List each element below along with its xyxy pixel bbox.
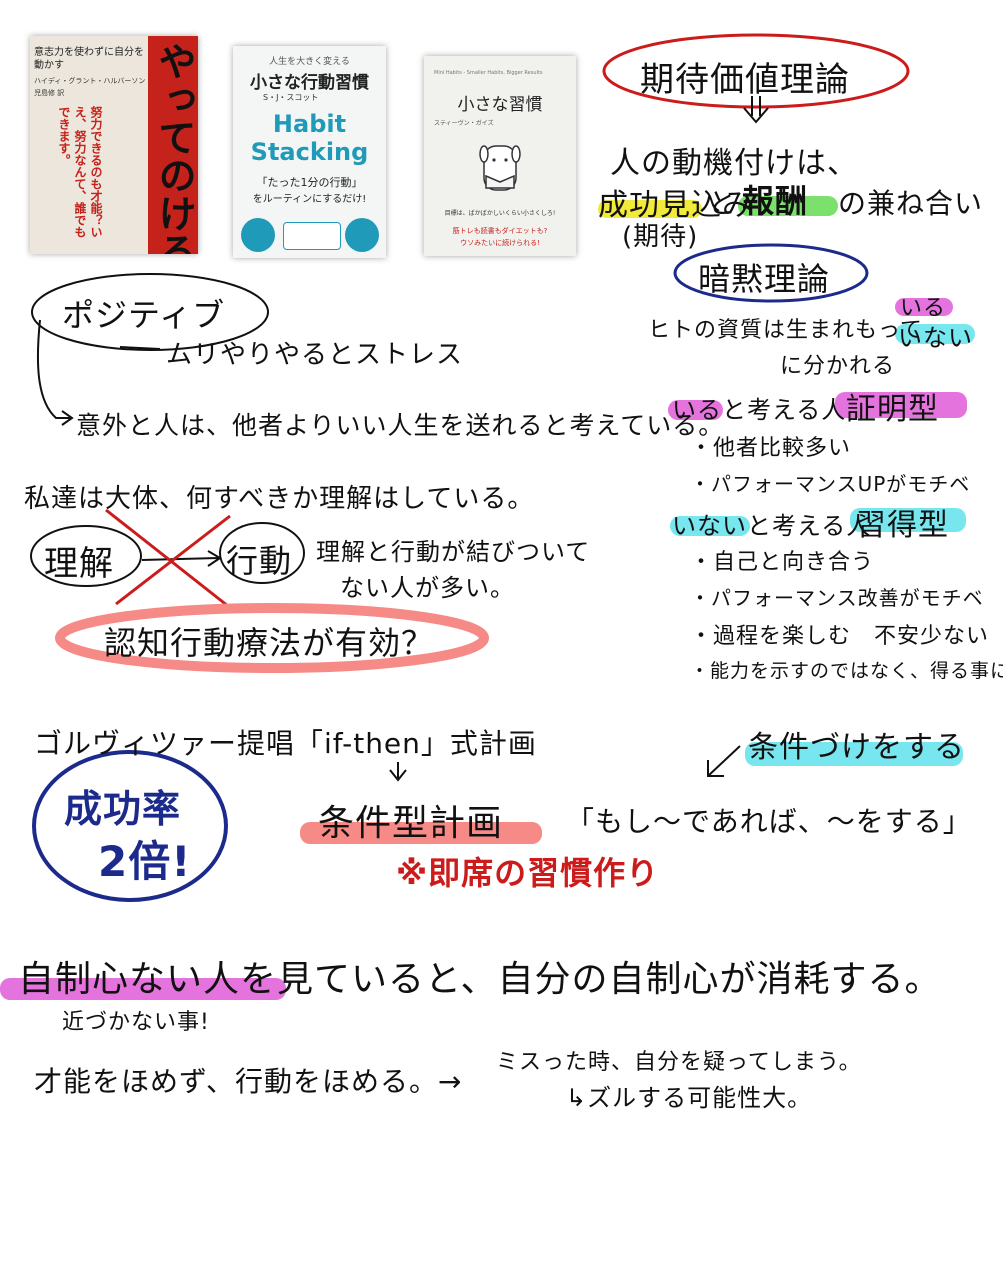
text-sainou: 才能をほめず、行動をほめる。→: [34, 1065, 463, 1098]
book-author: S・J・スコット: [263, 93, 319, 102]
book-title: やってのける: [152, 42, 196, 254]
text-inai-kangaeru: いないと考える人: [672, 512, 872, 540]
blue-circle-seikouritsu: [32, 750, 228, 902]
book-cover-mini-habits: Mini Habits - Smaller Habits, Bigger Res…: [424, 56, 576, 256]
book-title-en-1: Habit: [272, 110, 347, 138]
text-misu: ミスった時、自分を疑ってしまう。: [496, 1050, 862, 1075]
blue-oval-anmoku: [673, 243, 869, 303]
text-nouryoku: ・能力を示すのではなく、得る事に注力: [690, 660, 1003, 682]
text-ninchi: 認知行動療法が有効？: [104, 624, 435, 662]
text-hito-sainou: ヒトの資質は生まれもって: [648, 318, 923, 343]
text-inai-top: いない: [898, 324, 973, 352]
text-muri: ムリやりやるとストレス: [166, 340, 464, 370]
heading-positive: ポジティブ: [62, 296, 226, 334]
highlight-jouken-suru-cyan: [745, 742, 963, 766]
text-jibun-mukiau: ・自己と向き合う: [690, 550, 875, 575]
text-perf-up: ・パフォーマンスUPがモチベ: [690, 472, 971, 496]
text-perf-kaizen: ・パフォーマンス改善がモチベ: [690, 586, 984, 610]
text-tasha-hikaku: ・他者比較多い: [690, 436, 852, 461]
highlight-inai-top-cyan: [895, 324, 975, 344]
book-cover-habit-stacking: 人生を大きく変える 小さな行動習慣 S・J・スコット Habit Stackin…: [233, 46, 386, 258]
text-katei: ・過程を楽しむ 不安少ない: [690, 624, 990, 649]
book-translator: 児島修 訳: [34, 89, 65, 97]
text-koudou: 行動: [226, 542, 293, 580]
text-musubi-2: ない人が多い。: [340, 574, 515, 602]
heading-kitai-kachi: 期待価値理論: [640, 60, 850, 100]
text-iru-kangaeru: いると考える人: [672, 396, 847, 424]
text-rikai: 理解: [44, 544, 114, 584]
red-oval-kitai: [602, 33, 910, 109]
book-catch-1: 筋トレも読書もダイエットも?: [452, 227, 548, 235]
text-zuru: ↳ズルする可能性大。: [566, 1084, 813, 1112]
text-doukizuke: 人の動機付けは、: [610, 146, 858, 181]
book-catch-1: 「たった1分の行動」: [256, 176, 363, 189]
text-chikazukanai: 近づかない事!: [62, 1010, 210, 1035]
highlight-iru-magenta: [668, 400, 723, 420]
text-iru-top: いる: [900, 296, 947, 321]
book-catch-2: ウソみたいに続けられる!: [460, 239, 540, 247]
text-kanenai: の兼ね合い: [838, 187, 984, 220]
text-jisei: 自制心ない人を見ていると、自分の自制心が消耗する。: [18, 959, 942, 1000]
arrow-rikai-koudou: [141, 550, 222, 567]
book-title-en: Mini Habits - Smaller Habits, Bigger Res…: [434, 70, 543, 76]
text-to: と: [708, 187, 738, 220]
text-igai: 意外と人は、他者よりいい人生を送れると考えている。: [76, 411, 725, 440]
text-seikouritsu-1: 成功率: [64, 787, 182, 831]
diagonal-arrow-jouken: [707, 745, 741, 777]
book-catch-2: をルーティンにするだけ!: [252, 194, 367, 205]
text-sokuseki: ※即席の習慣作り: [396, 854, 660, 892]
arrow-ifthen-down: [389, 762, 407, 782]
text-watashitachi: 私達は大体、何すべきか理解はしている。: [24, 484, 535, 514]
highlight-jisei-pink: [0, 978, 286, 1000]
book-badge-center: [283, 222, 341, 250]
heading-anmoku-riron: 暗黙理論: [698, 260, 831, 298]
book-title: 小さな行動習慣: [250, 73, 369, 93]
text-shoumeigata: 証明型: [846, 392, 939, 427]
highlight-inai-cyan: [670, 516, 750, 536]
text-musubi-1: 理解と行動が結びついて: [316, 538, 591, 566]
highlight-joukengata-salmon: [300, 822, 542, 844]
text-joukengata: 条件型計画: [318, 803, 504, 844]
book-tagline: 努力できるのも才能？いえ、努力なんて、誰でもできます。: [57, 106, 103, 238]
cover-panel: [30, 36, 148, 254]
reading-dog-illustration: [479, 145, 521, 191]
book-author: ハイディ・グラント・ハルバーソン: [34, 77, 146, 85]
oval-koudou: [219, 522, 305, 584]
cover-band: [148, 36, 198, 254]
text-seikou-mikomi: 成功見込み: [598, 188, 753, 223]
highlight-shuutokugata-cyan: [850, 508, 966, 532]
text-kitai-paren: (期待): [622, 222, 699, 252]
dash-positive-muri: [119, 346, 161, 350]
book-author: スティーヴン・ガイズ: [434, 120, 494, 127]
red-x: [105, 508, 231, 608]
text-seikouritsu-2: 2倍!: [98, 837, 192, 886]
curve-arrow-positive: [36, 319, 70, 419]
text-moshi: 「もし〜であれば、〜をする」: [566, 805, 972, 838]
highlight-shoumeigata-magenta: [835, 392, 967, 418]
text-wakareru: に分かれる: [780, 354, 896, 379]
highlight-iru-top-magenta: [895, 298, 953, 316]
text-shuutokugata: 習得型: [856, 508, 949, 543]
text-houshu: 報酬: [742, 182, 809, 220]
oval-rikai: [30, 525, 142, 587]
book-badge-left: [241, 218, 275, 252]
text-goru: ゴルヴィツァー提唱「if-then」式計画: [34, 727, 537, 760]
book-tagline: 人生を大きく変える: [269, 57, 350, 67]
book-cover-yattenokeru: 意志力を使わずに自分を動かす ハイディ・グラント・ハルバーソン 児島修 訳 やっ…: [30, 36, 198, 254]
oval-positive: [31, 273, 269, 351]
book-title: 小さな習慣: [457, 95, 543, 115]
highlight-seikou-yellow: [598, 200, 702, 218]
book-quote: 目標は、ばかばかしいくらい小さくしろ!: [444, 210, 556, 217]
text-jouken-suru: 条件づけをする: [748, 730, 965, 765]
book-badge-right: [345, 218, 379, 252]
book-title-en-2: Stacking: [250, 138, 369, 166]
pink-oval-ninchi: [55, 603, 489, 673]
double-down-arrow: [743, 96, 769, 124]
highlight-houshu-green: [738, 196, 838, 216]
book-subtitle: 意志力を使わずに自分を動かす: [34, 47, 144, 71]
